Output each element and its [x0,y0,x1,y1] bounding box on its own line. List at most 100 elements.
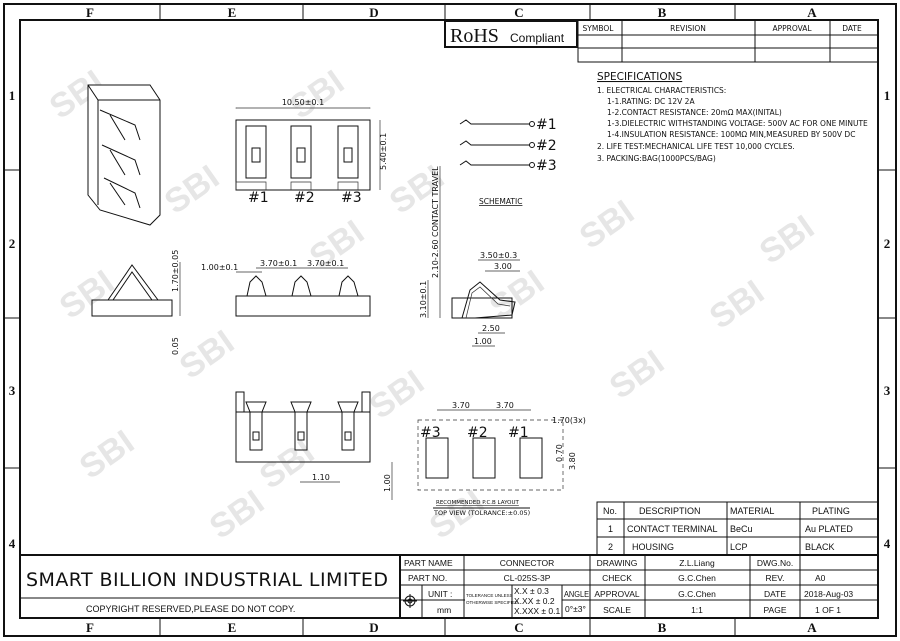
spec-line: 3. PACKING:BAG(1000PCS/BAG) [597,154,716,163]
pin-label: #1 [248,190,269,206]
spec-line: 1-1.RATING: DC 12V 2A [607,97,695,106]
specifications: SPECIFICATIONS 1. ELECTRICAL CHARACTERIS… [597,71,868,163]
row-label: 3 [884,383,891,398]
height-dimension: 5.40±0.1 [379,133,388,170]
revision-table: SYMBOL REVISION APPROVAL DATE [577,19,879,63]
schematic: #1#2#3 SCHEMATIC [459,117,557,206]
schematic-title: SCHEMATIC [479,197,522,206]
dwg-no-label: DWG.No. [757,558,793,568]
pitch-dimension: 3.70±0.1 [307,259,344,268]
bottom-view: 1.10 1.00 [235,391,393,500]
watermark: SBI [753,208,821,272]
pad-pin-label: #3 [420,425,441,441]
bom-cell: 1 [608,524,613,534]
date-label: DATE [764,589,786,599]
watermark: SBI [703,273,771,337]
tolerance-value: X.XXX ± 0.1 [514,606,561,616]
offset-dimension: 1.00±0.1 [201,263,238,272]
drawing-label: DRAWING [597,558,638,568]
row-label: 1 [884,88,891,103]
bom-cell: HOUSING [632,542,674,552]
bom-header: PLATING [812,506,850,516]
row-label: 1 [9,88,16,103]
page-value: 1 OF 1 [815,605,841,615]
projection-symbol-icon [403,594,417,608]
revision-header: APPROVAL [772,24,812,33]
column-label: D [369,5,378,20]
row-label: 4 [9,536,16,551]
bom-cell: CONTACT TERMINAL [627,524,718,534]
height-dimension: 3.10±0.1 [419,281,428,318]
pad-width-dimension: 1.70(3x) [552,416,586,425]
approval-value: G.C.Chen [678,589,716,599]
angle-value: 0°±3° [565,604,586,614]
watermark: SBI [158,158,226,222]
column-label: E [228,620,237,635]
schematic-pin: #3 [536,158,557,174]
height-dimension: 1.70±0.05 [171,250,180,292]
row-label: 3 [9,383,16,398]
column-label: C [514,620,523,635]
side-view: 1.70±0.05 0.05 [91,250,181,355]
scale-label: SCALE [603,605,631,615]
revision-header: DATE [842,24,862,33]
dimension-2-50: 2.50 [482,324,500,333]
dimension-1-10: 1.10 [312,473,330,482]
dimension-1-00: 1.00 [383,474,392,492]
specifications-title: SPECIFICATIONS [597,71,683,83]
angle-label: ANGLE [564,589,589,599]
pitch-dimension: 3.70±0.1 [260,259,297,268]
rohs-compliant-label: Compliant [510,31,565,45]
contact-view: 2.10-2.60 CONTACT TRAVEL 3.10±0.1 3.50±0… [419,166,520,347]
pitch-dimension: 3.70 [452,401,470,410]
column-label: F [86,620,94,635]
spec-line: 1. ELECTRICAL CHARACTERISTICS: [597,86,726,95]
check-value: G.C.Chen [678,573,716,583]
copyright-notice: COPYRIGHT RESERVED,PLEASE DO NOT COPY. [86,604,295,614]
tolerance-value: X.X ± 0.3 [514,586,549,596]
column-label: B [658,620,667,635]
pcb-layout-title: RECOMMENDED P.C.B LAYOUT [436,500,519,506]
watermark: SBI [253,433,321,497]
watermark: SBI [283,63,351,127]
pitch-dimension: 3.70 [496,401,514,410]
title-block: SMART BILLION INDUSTRIAL LIMITED COPYRIG… [20,554,878,618]
tolerance-label: OTHERWISE SPECIFIED [466,600,519,605]
scale-value: 1:1 [691,605,703,615]
rev-label: REV. [765,573,784,583]
bom-header: MATERIAL [730,506,774,516]
width-dimension: 10.50±0.1 [282,98,324,107]
bom-header: DESCRIPTION [639,506,701,516]
company-name: SMART BILLION INDUSTRIAL LIMITED [26,569,388,591]
drawing-value: Z.L.Liang [679,558,715,568]
rev-value: A0 [815,573,826,583]
schematic-pin: #1 [536,117,557,133]
pcb-layout: 3.70 3.70 1.70(3x) 0.70 3.80 #3#2#1 RECO… [417,401,586,517]
pin-label: #3 [341,190,362,206]
spec-line: 1-3.DIELECTRIC WITHSTANDING VOLTAGE: 500… [607,119,868,128]
row-label: 2 [884,236,891,251]
row-label: 2 [9,236,16,251]
watermark: SBI [53,263,121,327]
watermark: SBI [173,323,241,387]
watermark: SBI [73,423,141,487]
bom-cell: 2 [608,542,613,552]
watermark: SBI [363,363,431,427]
column-label: A [807,620,817,635]
base-dimension: 0.05 [171,337,180,355]
tolerance-label: TOLERANCE UNLESS [466,593,513,598]
column-label: D [369,620,378,635]
part-name: CONNECTOR [500,558,555,568]
bom-cell: LCP [730,542,748,552]
bom-cell: Au PLATED [805,524,853,534]
revision-header: SYMBOL [583,24,615,33]
pcb-layout-subtitle: TOP VIEW (TOLRANCE:±0.05) [433,509,530,517]
watermark: SBI [573,193,641,257]
bom-cell: BeCu [730,524,753,534]
page-label: PAGE [764,605,787,615]
width-dimension: 3.50±0.3 [480,251,517,260]
dimension-3-80: 3.80 [568,452,577,470]
pad-pin-label: #1 [508,425,529,441]
